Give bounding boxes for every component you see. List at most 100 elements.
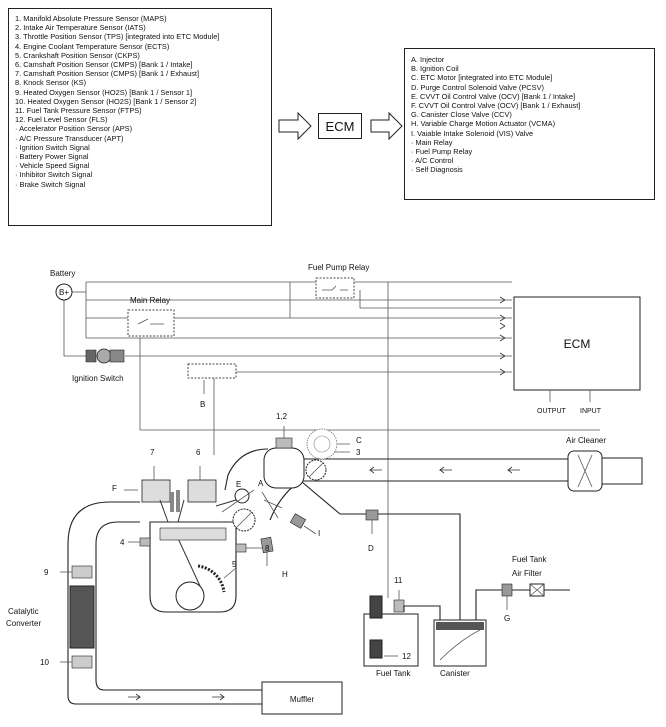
ecm-top-box: ECM (318, 113, 362, 139)
input-to-ecm-arrow (278, 111, 312, 141)
ecm-label: ECM (564, 337, 591, 351)
inputs-item: 6. Camshaft Position Sensor (CMPS) [Bank… (15, 60, 193, 70)
outputs-item: · Self Diagnosis (411, 165, 463, 175)
main-relay-icon (127, 309, 175, 337)
exhaust-flow-arrows (128, 693, 226, 701)
inputs-item: 4. Engine Coolant Temperature Sensor (EC… (15, 41, 170, 51)
callout-3: 3 (356, 448, 361, 457)
engine-block (149, 521, 237, 613)
callout-a: A (258, 479, 264, 488)
inputs-item: 2. Intake Air Temperature Sensor (IATS) (15, 23, 146, 33)
ecm-top-label: ECM (325, 118, 355, 134)
callout-c: C (356, 436, 362, 445)
inputs-item: 11. Fuel Tank Pressure Sensor (FTPS) (15, 106, 142, 116)
callout-e: E (236, 480, 241, 489)
muffler-icon (261, 681, 343, 715)
catalytic-converter-icon (69, 585, 95, 649)
inputs-item: 7. Camshaft Position Sensor (CMPS) [Bank… (15, 69, 200, 79)
inputs-item: · Ignition Switch Signal (15, 142, 90, 152)
ignition-coil-icon (187, 363, 237, 379)
outputs-item: · Main Relay (411, 137, 453, 147)
callout-4: 4 (120, 538, 125, 547)
outputs-item: B. Ignition Coil (411, 64, 459, 74)
air-cleaner-label: Air Cleaner (566, 436, 606, 445)
intake-flow-arrows (368, 466, 520, 474)
outputs-item: · A/C Control (411, 156, 454, 166)
callout-6: 6 (196, 448, 201, 457)
outputs-item: H. Variable Charge Motion Actuator (VCMA… (411, 119, 556, 129)
battery-label: Battery (50, 269, 75, 278)
ects-icon (139, 537, 151, 547)
callout-f: F (112, 484, 117, 493)
vis-valve-icon (289, 513, 307, 529)
canister-label: Canister (440, 669, 470, 678)
air-filter-label-1: Fuel Tank (512, 555, 548, 564)
o2-sensor-1-icon (71, 565, 93, 579)
callout-i: I (318, 529, 320, 538)
inputs-item: · Inhibitor Switch Signal (15, 170, 93, 180)
inputs-item: 12. Fuel Level Sensor (FLS) (15, 115, 108, 125)
outputs-item: I. Vaiable Intake Solenoid (VIS) Valve (411, 128, 534, 138)
ftps-icon (393, 599, 405, 613)
map-sensor-icon (275, 437, 293, 449)
pcsv-icon (365, 509, 379, 521)
vcma-actuator-icon (260, 536, 274, 554)
ecm-to-output-arrow (370, 111, 403, 141)
outputs-item: D. Purge Control Solenoid Valve (PCSV) (411, 82, 544, 92)
callout-d: D (368, 544, 374, 553)
inputs-item: 9. Heated Oxygen Sensor (HO2S) [Bank 1 /… (15, 87, 193, 97)
inputs-item: · Battery Power Signal (15, 152, 89, 162)
callout-12: 12 (402, 652, 411, 661)
ecm-box (513, 296, 641, 391)
air-filter-label-2: Air Filter (512, 569, 542, 578)
output-label: OUTPUT (537, 408, 567, 415)
inputs-item: 1. Manifold Absolute Pressure Sensor (MA… (15, 14, 167, 23)
outputs-item: A. Injector (411, 55, 445, 64)
callout-10: 10 (40, 658, 49, 667)
callout-b: B (200, 400, 205, 409)
inputs-item: · A/C Pressure Transducer (APT) (15, 133, 124, 143)
inputs-item: · Accelerator Position Sensor (APS) (15, 124, 133, 134)
surge-tank (263, 447, 305, 489)
catalytic-label-1: Catalytic (8, 607, 39, 616)
ocv-intake-icon (234, 488, 250, 504)
callout-7: 7 (150, 448, 155, 457)
callout-11: 11 (394, 576, 403, 585)
fuel-tank-label: Fuel Tank (376, 669, 412, 678)
inputs-item: 8. Knock Sensor (KS) (15, 78, 87, 88)
cylinder-head (141, 479, 217, 523)
exhaust-pipe (67, 501, 262, 705)
callout-g: G (504, 614, 510, 623)
main-relay-label: Main Relay (130, 296, 170, 305)
callout-9: 9 (44, 568, 49, 577)
callout-h: H (282, 570, 288, 579)
callout-8: 8 (265, 544, 270, 553)
fuel-pump-relay-label: Fuel Pump Relay (308, 263, 369, 272)
callout-5: 5 (232, 560, 237, 569)
knock-sensor-icon (235, 543, 247, 553)
input-label: INPUT (580, 408, 602, 415)
fuel-pump-relay-icon (315, 277, 355, 299)
etc-motor-icon (306, 428, 338, 460)
ignition-switch-label: Ignition Switch (72, 374, 124, 383)
outputs-item: C. ETC Motor [integrated into ETC Module… (411, 73, 553, 83)
outputs-item: E. CVVT Oil Control Valve (OCV) [Bank 1 … (411, 91, 576, 101)
inputs-item: 3. Throttle Position Sensor (TPS) [integ… (15, 32, 220, 42)
callout-1-2: 1,2 (276, 412, 288, 421)
o2-sensor-2-icon (71, 655, 93, 669)
battery-symbol: B+ (59, 288, 69, 297)
ignition-switch-icon (85, 348, 125, 364)
outputs-item: G. Canister Close Valve (CCV) (411, 110, 512, 120)
fuel-pump-icon (369, 595, 383, 619)
ecm-input-arrows (499, 296, 506, 376)
inputs-item: 5. Crankshaft Position Sensor (CKPS) (15, 50, 140, 60)
outputs-item: F. CVVT Oil Control Valve (OCV) [Bank 1 … (411, 101, 581, 111)
muffler-label: Muffler (290, 695, 315, 704)
inputs-item: · Vehicle Speed Signal (15, 161, 90, 171)
outputs-item: · Fuel Pump Relay (411, 147, 473, 157)
input-signals-list: 1. Manifold Absolute Pressure Sensor (MA… (15, 14, 265, 189)
catalytic-label-2: Converter (6, 619, 41, 628)
purge-line (301, 481, 461, 624)
